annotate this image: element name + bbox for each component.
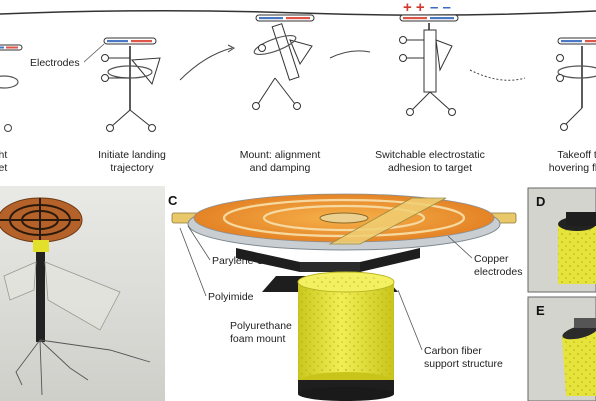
step-2-caption-line2: trajectory: [110, 162, 154, 174]
copper-label-line1: Copper: [474, 253, 509, 265]
panel-e: E: [527, 296, 596, 401]
robot-photo: [0, 186, 165, 401]
step-4-caption-line2: adhesion to target: [388, 162, 472, 174]
trajectory-arrow-3: [469, 69, 526, 81]
step-2-caption-line1: Initiate landing: [98, 149, 166, 161]
step-4-caption-line1: Switchable electrostatic: [375, 149, 485, 161]
panel-d-letter: D: [536, 194, 545, 209]
foam-mount-photo: [33, 240, 49, 252]
charge-plus-text: + +: [403, 0, 425, 16]
legs-photo: [15, 339, 151, 396]
robot-step-4: + + – –: [399, 0, 459, 116]
carbon-label-line1: Carbon fiber: [424, 345, 482, 357]
step-1-caption-line2: get: [0, 162, 7, 174]
carbon-label-line2: support structure: [424, 358, 503, 370]
robot-body-photo: [36, 252, 45, 342]
ceiling-surface: [0, 9, 596, 16]
landing-sequence-strip: + + – –: [0, 0, 596, 174]
trajectory-arrow-2: [329, 50, 371, 59]
electrodes-leader-line: [83, 43, 105, 63]
foam-label-line1: Polyurethane: [230, 320, 292, 332]
polyimide-label: Polyimide: [208, 291, 254, 303]
robot-step-2: [101, 37, 161, 132]
panel-c-letter: C: [168, 193, 178, 208]
electrode-disc-photo: [0, 197, 83, 243]
charge-minus-text: – –: [430, 0, 451, 16]
step-3-caption-line1: Mount: alignment: [240, 149, 321, 161]
step-1-caption-line1: ght: [0, 149, 7, 161]
electrodes-label: Electrodes: [30, 57, 80, 69]
trajectory-arrow-1: [179, 47, 233, 81]
electrode-disc: [171, 193, 517, 251]
copper-label-line2: electrodes: [474, 266, 522, 278]
robot-step-3: [252, 14, 315, 110]
robot-step-5: [556, 37, 596, 131]
wing-left-photo: [3, 261, 37, 301]
panel-c: C Parylen: [168, 193, 522, 401]
robot-step-1: [0, 44, 23, 132]
step-5-caption-line2: hovering fligh: [549, 162, 596, 174]
panel-d: D: [527, 187, 596, 293]
step-3-caption-line2: and damping: [250, 162, 311, 174]
step-5-caption-line1: Takeoff to: [557, 149, 596, 161]
electrode-gap-strip: [328, 197, 447, 245]
polyurethane-foam-mount: [297, 271, 395, 401]
foam-label-line2: foam mount: [230, 333, 286, 345]
wing-right-photo: [44, 261, 121, 331]
parylene-label: Parylene C: [212, 255, 264, 267]
panel-e-letter: E: [536, 303, 545, 318]
